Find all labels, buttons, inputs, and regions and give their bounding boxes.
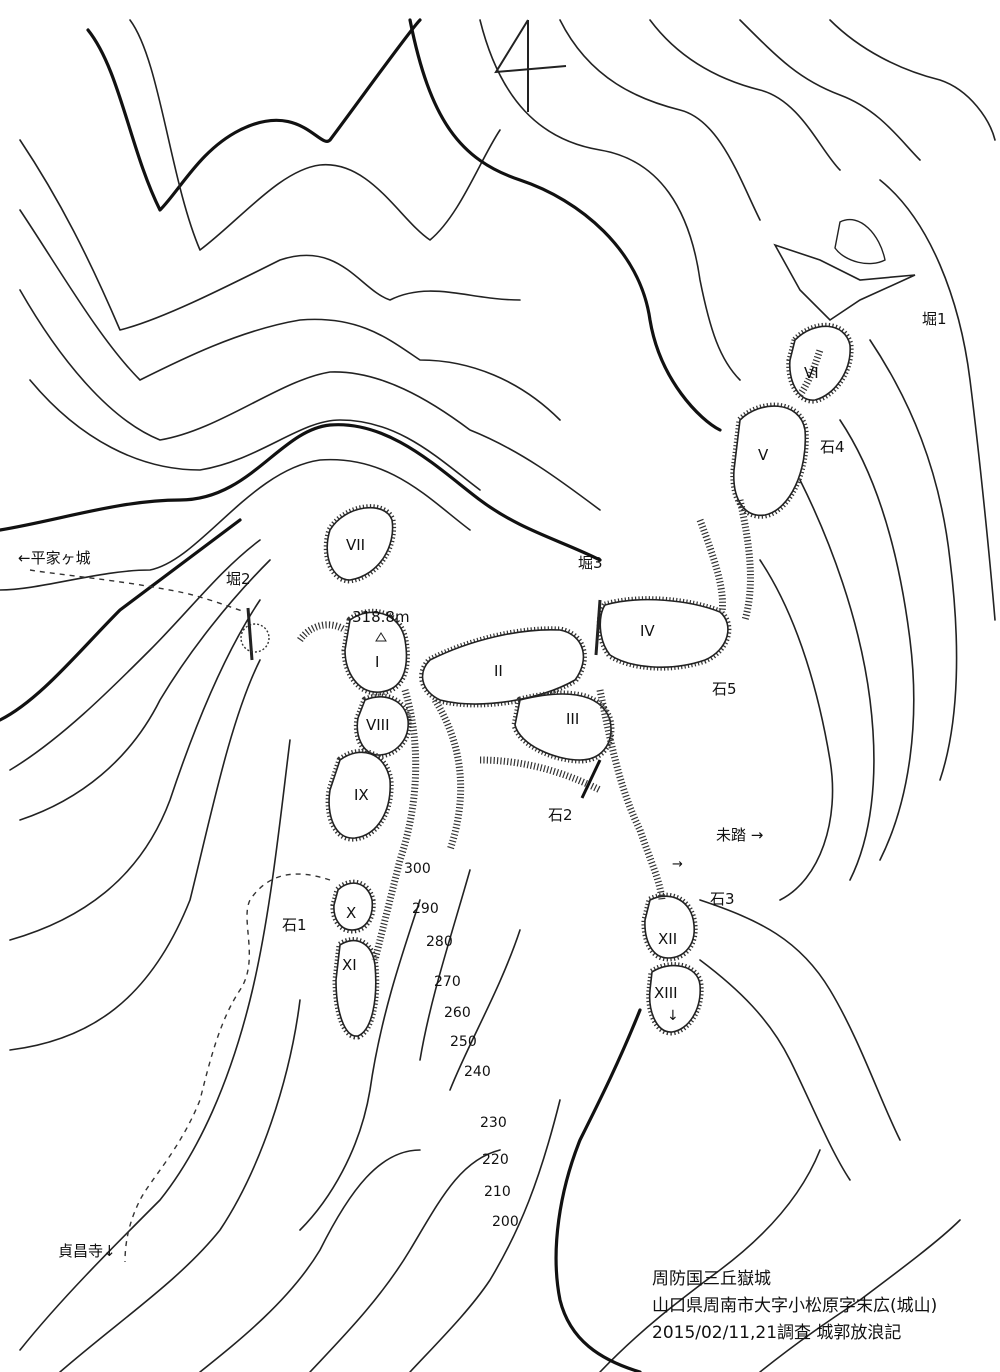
arrow-right-xii: → — [672, 857, 683, 872]
contour-major-top — [86, 18, 422, 212]
label-stone-1: 石1 — [282, 916, 307, 934]
label-bailey-II: II — [494, 662, 503, 680]
trails — [29, 569, 331, 1263]
contour-label-300: 300 — [404, 861, 431, 877]
caption-castle-name: 周防国三丘嶽城 — [652, 1269, 771, 1289]
bailey-XIII — [648, 964, 701, 1033]
label-bailey-VI: VI — [804, 364, 819, 382]
contour-label-240: 240 — [464, 1064, 491, 1080]
summit-elevation: 318.8m — [352, 608, 410, 626]
contour-label-250: 250 — [450, 1034, 477, 1050]
direction-teisho-temple: 貞昌寺↓ — [58, 1242, 116, 1260]
label-stone-2: 石2 — [548, 806, 573, 824]
label-bailey-XIII: XIII — [654, 984, 678, 1002]
moat-1 — [773, 243, 916, 322]
castle-baileys — [240, 219, 916, 1040]
label-unexplored: 未踏 → — [716, 826, 763, 844]
contour-elevation-labels: 300 290 280 270 260 250 240 230 220 210 … — [404, 861, 519, 1230]
contour-lines — [0, 18, 996, 1372]
contour-label-280: 280 — [426, 934, 453, 950]
label-bailey-V: V — [758, 446, 769, 464]
contour-label-260: 260 — [444, 1005, 471, 1021]
moat-3 — [594, 599, 602, 656]
bailey-I — [344, 611, 408, 693]
label-stone-3: 石3 — [710, 890, 735, 908]
feature-labels: 4 318.8m 堀1 堀2 堀3 石1 石2 石3 石4 石5 未踏 → ↓ … — [0, 0, 947, 1260]
contour-label-290: 290 — [412, 901, 439, 917]
bailey-IV — [599, 598, 729, 668]
bailey-X — [333, 882, 374, 931]
bailey-XII — [644, 895, 695, 959]
bailey-IX — [328, 751, 391, 839]
label-bailey-III: III — [566, 710, 579, 728]
bailey-III — [514, 693, 612, 761]
summit-triangle — [375, 632, 387, 642]
caption-survey: 2015/02/11,21調査 城郭放浪記 — [652, 1323, 902, 1343]
bailey-VI — [789, 325, 851, 401]
bailey-VIII — [356, 696, 409, 756]
bailey-II — [421, 628, 585, 705]
label-bailey-VIII: VIII — [366, 716, 390, 734]
label-moat-1: 堀1 — [922, 310, 947, 328]
contour-label-270: 270 — [434, 974, 461, 990]
contour-label-200: 200 — [492, 1214, 519, 1230]
caption-location: 山口県周南市大字小松原字末広(城山) — [652, 1296, 938, 1316]
label-bailey-X: X — [346, 904, 356, 922]
bailey-XI — [335, 939, 377, 1037]
contour-label-230: 230 — [480, 1115, 507, 1131]
label-moat-3: 堀3 — [578, 554, 603, 572]
label-bailey-XII: XII — [658, 930, 677, 948]
label-bailey-VII: VII — [346, 536, 365, 554]
contour-label-210: 210 — [484, 1184, 511, 1200]
arrow-down-xiii: ↓ — [667, 1008, 679, 1024]
bailey-V — [733, 405, 807, 517]
bailey-labels: I II III IV V VI VII VIII IX X XI XII XI… — [342, 364, 819, 1002]
label-bailey-I: I — [375, 653, 379, 671]
contour-label-220: 220 — [482, 1152, 509, 1168]
direction-heike-castle: ←平家ヶ城 — [18, 549, 91, 567]
label-stone-5: 石5 — [712, 680, 737, 698]
label-moat-2: 堀2 — [226, 570, 251, 588]
north-symbol-label: 4 — [0, 0, 1, 1]
label-bailey-IX: IX — [354, 786, 369, 804]
label-bailey-XI: XI — [342, 956, 357, 974]
north-symbol — [494, 19, 567, 112]
bailey-VII — [326, 506, 394, 581]
label-bailey-IV: IV — [640, 622, 655, 640]
label-stone-4: 石4 — [820, 438, 845, 456]
stone-2-marker — [580, 759, 602, 799]
